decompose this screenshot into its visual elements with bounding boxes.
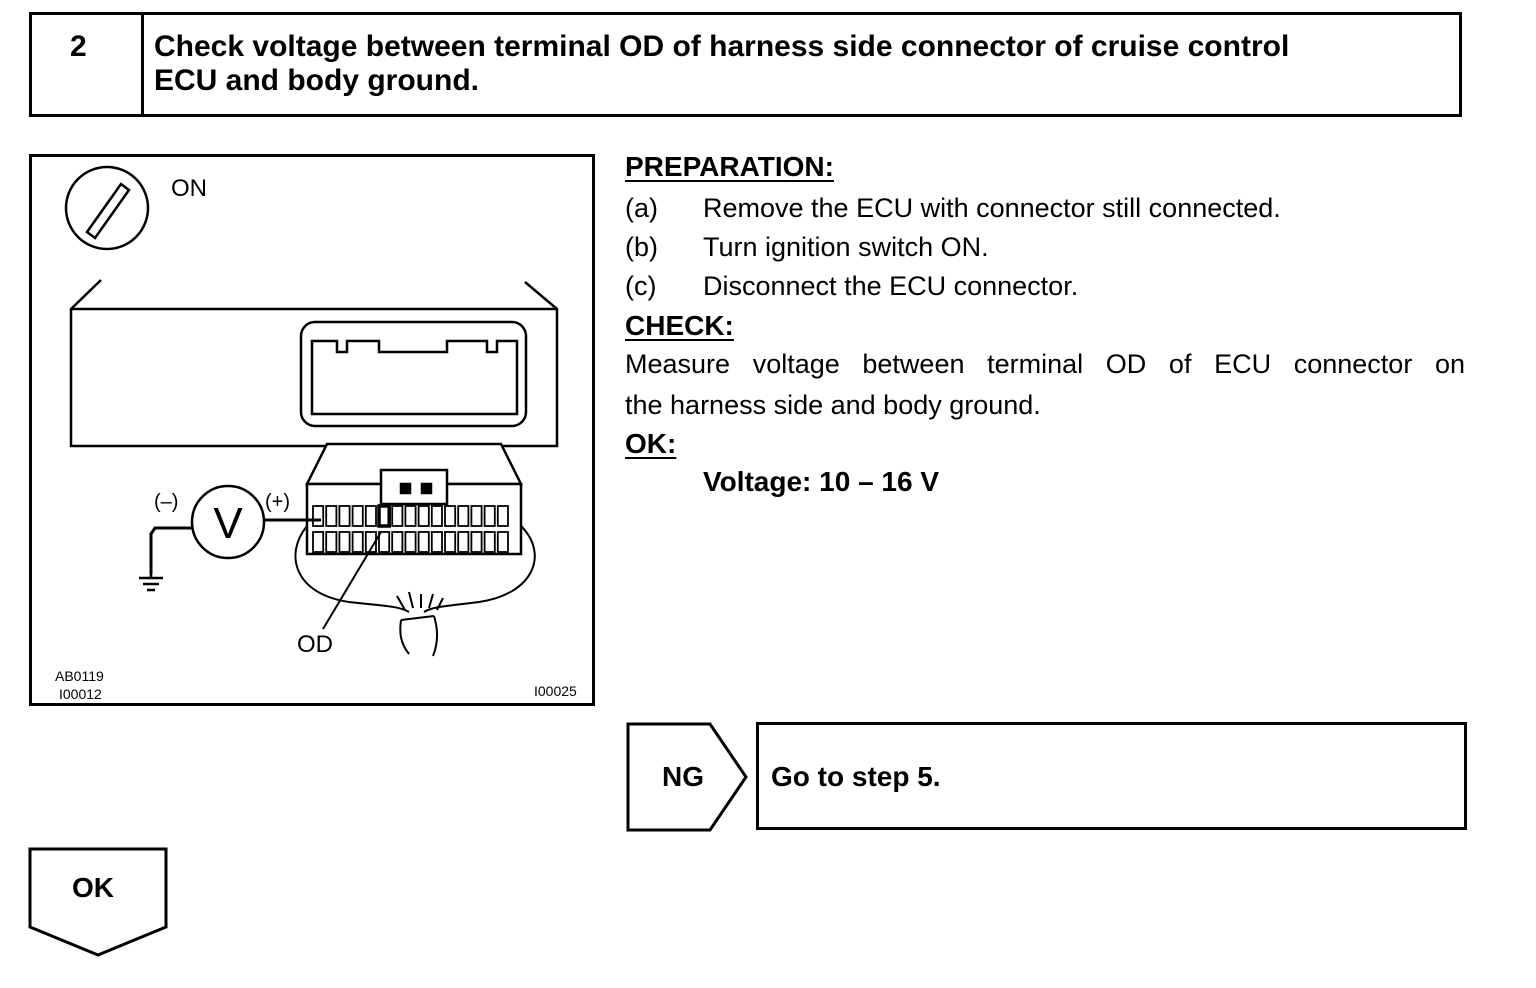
header-divider [141, 12, 144, 117]
connector-pin [391, 531, 404, 553]
connector-pin [444, 505, 457, 527]
prep-item-a-text: Remove the ECU with connector still conn… [703, 193, 1281, 223]
prep-item-c-text: Disconnect the ECU connector. [703, 271, 1079, 301]
wire-harness [294, 525, 536, 657]
ignition-on-label: ON [171, 175, 207, 202]
step-header [29, 12, 1462, 117]
connector-pin [351, 531, 364, 553]
negative-probe-label: (–) [154, 491, 178, 513]
connector-pin [417, 505, 430, 527]
connector-pin [457, 505, 470, 527]
ng-action-box [756, 722, 1467, 830]
connector-pin [312, 505, 325, 527]
figure-code-b: I00012 [59, 686, 102, 702]
preparation-heading: PREPARATION: [625, 151, 834, 182]
connector-pin [430, 505, 443, 527]
connector-pin [483, 505, 496, 527]
check-line1: Measure voltage between terminal OD of E… [625, 349, 1465, 379]
connector-pin [325, 505, 338, 527]
ok-arrow-box [28, 847, 168, 957]
connector-pin [430, 531, 443, 553]
connector-pin [457, 531, 470, 553]
step-title-line2: ECU and body ground. [154, 64, 479, 97]
step-number: 2 [70, 30, 87, 63]
ok-heading: OK: [625, 428, 677, 459]
ground-icon [139, 574, 163, 592]
step-title: Check voltage between terminal OD of har… [154, 30, 1454, 98]
ecu-socket [299, 320, 528, 428]
connector-pin [377, 504, 391, 528]
prep-item-a-label: (a) [625, 193, 658, 223]
voltmeter-symbol: V [213, 499, 243, 548]
connector-diagram: ON V (–) (+) [29, 154, 595, 706]
connector-pin [404, 505, 417, 527]
connector-pin [378, 531, 391, 553]
connector-pin [470, 531, 483, 553]
od-leader-line [322, 531, 382, 630]
probe-leads [149, 518, 321, 574]
connector-pin [496, 531, 509, 553]
figure-frame [29, 154, 595, 706]
connector-pin [351, 505, 364, 527]
step-title-line1: Check voltage between terminal OD of har… [154, 30, 1290, 63]
ok-label: OK [72, 872, 114, 903]
ok-voltage-spec: Voltage: 10 – 16 V [703, 466, 940, 497]
connector-pin [444, 531, 457, 553]
connector-pin [338, 531, 351, 553]
connector-pin [404, 531, 417, 553]
ng-arrow-box [626, 722, 748, 832]
check-heading: CHECK: [625, 310, 734, 341]
ecu-body [69, 279, 559, 448]
connector-pin [483, 531, 496, 553]
figure-code-a: AB0119 [55, 668, 104, 684]
od-terminal-label: OD [297, 631, 333, 658]
ng-label: NG [662, 761, 704, 792]
connector-pin [496, 505, 509, 527]
positive-probe-label: (+) [265, 491, 290, 513]
figure-code-c: I00025 [534, 683, 577, 699]
check-line2: the harness side and body ground. [625, 390, 1041, 420]
prep-item-b-text: Turn ignition switch ON. [703, 232, 989, 262]
connector-pin [312, 531, 325, 553]
connector-pin [338, 505, 351, 527]
connector-pin [417, 531, 430, 553]
connector-pin [325, 531, 338, 553]
ignition-key-icon [64, 165, 150, 251]
connector-pin [391, 505, 404, 527]
connector-pin [470, 505, 483, 527]
prep-item-b-label: (b) [625, 232, 658, 262]
voltmeter-icon: V [190, 484, 266, 560]
connector-pins [312, 504, 509, 553]
ng-action-text: Go to step 5. [771, 761, 941, 792]
connector-pin [364, 505, 377, 527]
prep-item-c-label: (c) [625, 271, 657, 301]
